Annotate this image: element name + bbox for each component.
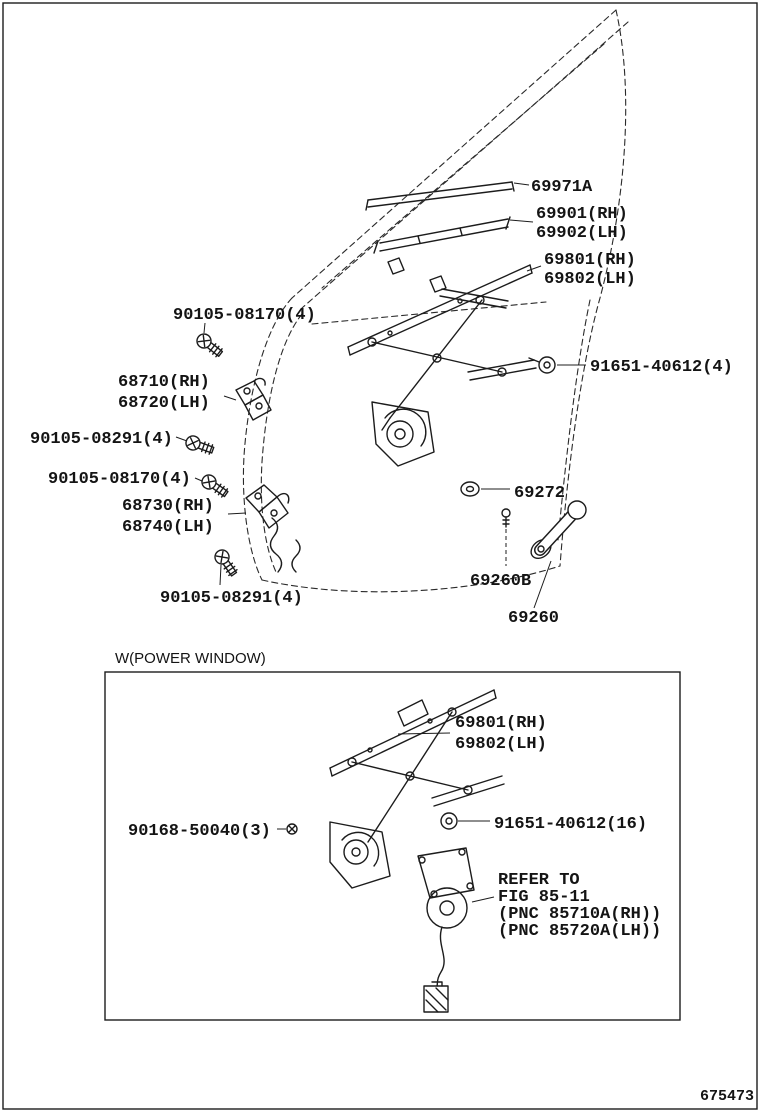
label-69272: 69272	[514, 484, 565, 503]
label-90105-08291-upper: 90105-08291(4)	[30, 430, 173, 449]
grommet-91651-main-icon	[528, 356, 556, 374]
pw-label-91651: 91651-40612(16)	[494, 815, 647, 834]
label-69260b: 69260B	[470, 572, 531, 591]
bolt-90105-08170-lower-icon	[201, 474, 229, 498]
regulator-assembly-main	[347, 264, 537, 467]
figure-code: 675473	[700, 1088, 754, 1105]
label-69902: 69902(LH)	[536, 224, 628, 243]
window-run-69971a	[365, 181, 515, 211]
label-69801: 69801(RH)	[544, 251, 636, 270]
label-69260: 69260	[508, 609, 559, 628]
label-68720: 68720(LH)	[118, 394, 210, 413]
pw-screw-90168-icon	[286, 823, 298, 835]
label-68730: 68730(RH)	[122, 497, 214, 516]
pw-grommet-91651-icon	[440, 812, 458, 830]
label-68710: 68710(RH)	[118, 373, 210, 392]
leader-lines	[175, 182, 586, 903]
label-91651-main: 91651-40612(4)	[590, 358, 733, 377]
wiring-harness	[269, 517, 301, 573]
label-90105-08170-lower: 90105-08170(4)	[48, 470, 191, 489]
crank-handle-69260-icon	[530, 500, 587, 560]
label-68740: 68740(LH)	[122, 518, 214, 537]
power-window-title: W(POWER WINDOW)	[115, 650, 266, 667]
door-hinge-lower	[245, 484, 290, 529]
refer-to-line4: (PNC 85720A(LH))	[498, 922, 661, 941]
label-69901: 69901(RH)	[536, 205, 628, 224]
label-69971a: 69971A	[531, 178, 593, 197]
power-window-box	[104, 671, 681, 1021]
refer-to-line2: FIG 85-11	[498, 888, 590, 907]
pw-label-69801: 69801(RH)	[455, 714, 547, 733]
door-outline	[242, 9, 629, 593]
label-90105-08291-lower: 90105-08291(4)	[160, 589, 303, 608]
regulator-assembly-pw	[329, 689, 505, 889]
label-69802: 69802(LH)	[544, 270, 636, 289]
pw-motor-assembly	[417, 847, 475, 1013]
label-90105-08170-upper: 90105-08170(4)	[173, 306, 316, 325]
pw-label-69802: 69802(LH)	[455, 735, 547, 754]
door-hinge-upper	[235, 377, 272, 421]
pw-label-90168: 90168-50040(3)	[128, 822, 271, 841]
bolt-90105-08170-upper-icon	[196, 333, 224, 358]
glass-run-69901	[373, 216, 511, 293]
refer-to-line1: REFER TO	[498, 871, 580, 890]
bolt-90105-08291-upper-icon	[185, 435, 215, 455]
bolt-90105-08291-lower-icon	[214, 549, 238, 577]
refer-to-line3: (PNC 85710A(RH))	[498, 905, 661, 924]
grommet-69272-icon	[460, 481, 480, 497]
